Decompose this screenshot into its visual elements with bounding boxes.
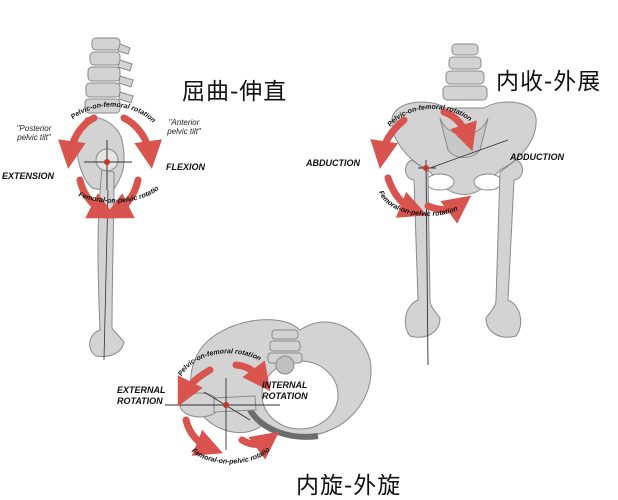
- internal-rotation-label: INTERNAL ROTATION: [262, 380, 308, 401]
- frontal-left-femur: [404, 159, 441, 338]
- anterior-pelvic-tilt-label: "Anterior pelvic tilt": [167, 118, 201, 136]
- sagittal-femur: [89, 169, 125, 357]
- horizontal-arrows: [177, 360, 280, 460]
- sagittal-spine: [84, 37, 134, 114]
- adduction-label: ADDUCTION: [510, 152, 564, 162]
- title-flexion-extension: 屈曲-伸直: [182, 79, 288, 105]
- external-rotation-label: EXTERNAL ROTATION: [117, 385, 166, 406]
- frontal-spine: [442, 43, 488, 101]
- frontal-arrows: [370, 108, 477, 224]
- horizontal-sacrum: [267, 329, 303, 375]
- flexion-label: FLEXION: [166, 162, 206, 172]
- title-adduction-abduction: 内收-外展: [496, 69, 602, 95]
- extension-label: EXTENSION: [2, 171, 55, 181]
- posterior-pelvic-tilt-label: "Posterior pelvic tilt": [16, 124, 52, 142]
- sagittal-arrows: [57, 114, 163, 219]
- frontal-right-femur: [485, 159, 523, 338]
- title-internal-external-rotation: 内旋-外旋: [296, 473, 402, 499]
- sagittal-axis: [84, 140, 132, 361]
- abduction-label: ABDUCTION: [306, 158, 360, 168]
